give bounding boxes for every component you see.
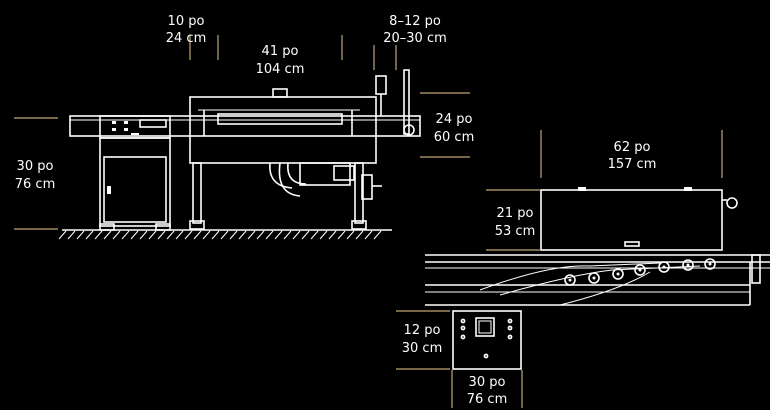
hood-length-metric-label: 104 cm [256,62,305,77]
table-height-metric-label: 76 cm [15,177,56,192]
top-height-metric-label: 53 cm [495,224,536,239]
hood-body [189,96,377,164]
top-view-hood [540,189,723,251]
hood-height-metric-label: 60 cm [434,130,475,145]
discharge-length-metric-label: 20–30 cm [383,31,447,46]
control-panel [452,310,522,370]
dimension-lines [14,35,723,408]
ground-hatching [58,229,392,240]
top-height-imperial-label: 21 po [497,206,534,221]
cabinet-base [99,137,171,227]
discharge-length-imperial-label: 8–12 po [389,14,441,29]
hood-handle [272,88,288,98]
panel-height-metric-label: 30 cm [402,341,443,356]
side-view-drawing [58,69,421,240]
panel-width-imperial-label: 30 po [469,375,506,390]
left-length-imperial-label: 10 po [168,14,205,29]
panel-display [475,317,495,337]
panel-height-imperial-label: 12 po [404,323,441,338]
top-view-drawing [425,187,770,306]
control-panel-drawing [452,310,522,370]
top-length-imperial-label: 62 po [614,140,651,155]
top-length-metric-label: 157 cm [608,157,657,172]
hood-length-imperial-label: 41 po [262,44,299,59]
table-height-imperial-label: 30 po [17,159,54,174]
left-length-metric-label: 24 cm [166,31,207,46]
panel-width-metric-label: 76 cm [467,392,508,407]
hood-height-imperial-label: 24 po [436,112,473,127]
